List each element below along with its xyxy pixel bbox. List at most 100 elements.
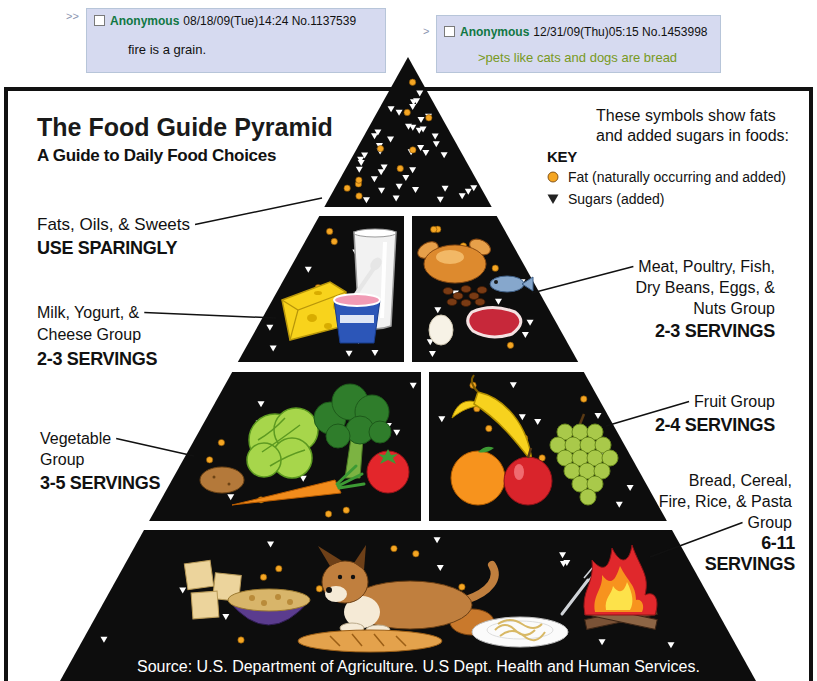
fat-symbol: [391, 545, 397, 551]
apple: [514, 464, 524, 480]
fat-symbol: [426, 115, 432, 121]
dry-beans: [461, 300, 471, 307]
fat-symbol: [356, 193, 362, 199]
sugar-symbol: [433, 141, 440, 147]
yogurt-cup: [334, 294, 380, 306]
fish: [490, 276, 533, 292]
legend-text: Sugars (added): [568, 191, 665, 207]
fat-symbol: [404, 109, 410, 115]
sugar-symbol: [409, 125, 416, 131]
fat-symbol: [344, 185, 350, 191]
sugar-symbol: [437, 565, 444, 571]
fat-symbol: [459, 584, 465, 590]
sugar-symbol: [459, 193, 466, 199]
sugar-symbol: [409, 104, 416, 110]
sugar-symbol: [527, 320, 534, 326]
cheese-wedge: [290, 310, 298, 340]
fish: [490, 276, 524, 292]
legend-item: Sugars (added): [546, 191, 665, 207]
pasta-plate: [495, 620, 545, 640]
pasta-plate: [472, 617, 568, 647]
sugar-symbol: [410, 99, 417, 105]
egg: [429, 315, 453, 345]
sugar-symbol: [378, 188, 385, 194]
dry-beans: [469, 293, 479, 300]
sugar-symbol: [227, 494, 234, 500]
cereal-bowl: [228, 589, 310, 611]
sugar-symbol: [346, 351, 353, 357]
lettuce: [247, 408, 318, 478]
roast-chicken: [436, 250, 464, 264]
sugar-symbol: [420, 127, 427, 133]
fat-symbol: [238, 637, 244, 643]
sugar-symbol: [438, 416, 445, 422]
poster-title: The Food Guide Pyramid: [37, 112, 333, 142]
apple: [528, 448, 531, 458]
sugar-symbol: [402, 175, 409, 181]
campfire: [594, 566, 643, 612]
sugar-symbol: [416, 90, 423, 96]
carrot: [232, 466, 364, 505]
quote-marker: >>: [66, 10, 79, 23]
fat-symbol: [413, 551, 419, 557]
leader-line: [144, 313, 276, 319]
post-comment: fire is a grain.: [128, 42, 377, 58]
legend-sample: [546, 192, 560, 206]
dry-beans: [461, 286, 471, 293]
leader-line: [650, 523, 743, 558]
sugar-symbol: [667, 642, 674, 648]
grapes: [580, 489, 596, 505]
cereal-bowl: [249, 594, 293, 606]
sugar-symbol: [410, 383, 417, 389]
banana: [452, 375, 532, 462]
sugar-symbol: [409, 167, 416, 173]
sugar-symbol: [388, 106, 395, 112]
steak: [468, 308, 521, 337]
orange: [451, 451, 505, 505]
grapes: [580, 414, 584, 424]
group-name: Vegetable Group: [40, 428, 130, 470]
post-checkbox: [444, 26, 455, 37]
sugar-symbol: [616, 502, 623, 508]
yogurt-cup: [334, 255, 384, 343]
cereal-bowl: [228, 589, 310, 625]
key-heading: KEY: [547, 148, 577, 166]
sugar-symbol: [437, 197, 444, 203]
pyramid-tier: [412, 216, 578, 362]
sugar-symbol: [519, 414, 526, 420]
sugar-symbol: [100, 637, 107, 643]
sugar-symbol: [222, 614, 229, 620]
dry-beans: [475, 299, 485, 306]
fat-symbol: [377, 145, 383, 151]
group-name: Fats, Oils, & Sweets: [37, 214, 190, 235]
dry-beans: [477, 287, 487, 294]
fat-symbol: [260, 574, 266, 580]
dry-beans: [443, 286, 487, 307]
group-name: Fruit Group: [694, 391, 775, 412]
pyramid-tier: [429, 372, 667, 521]
cereal-bowl: [275, 594, 281, 600]
sugar-symbol: [371, 176, 378, 182]
sugar-symbol: [522, 332, 529, 338]
orange: [478, 447, 494, 453]
fat-symbol: [356, 177, 362, 183]
quote-marker: >: [423, 25, 429, 38]
carrot: [232, 480, 341, 505]
broccoli: [314, 384, 391, 448]
sugar-symbol: [357, 157, 364, 163]
post-meta: 12/31/09(Thu)05:15 No.1453998: [533, 25, 707, 39]
sugar-symbol: [266, 325, 273, 331]
sugar-symbol: [432, 134, 439, 140]
sugar-symbol: [534, 419, 541, 425]
tomato: [367, 449, 409, 493]
lettuce: [258, 418, 305, 466]
fat-symbol: [581, 396, 587, 402]
sugar-symbol: [495, 299, 502, 305]
sugar-symbol: [563, 560, 570, 566]
sugar-symbol: [510, 382, 517, 388]
legend-triangle: [548, 195, 559, 205]
bread-loaf: [298, 630, 442, 652]
sugar-symbol: [371, 350, 378, 356]
dry-beans: [447, 299, 457, 306]
fat-symbol: [218, 439, 224, 445]
